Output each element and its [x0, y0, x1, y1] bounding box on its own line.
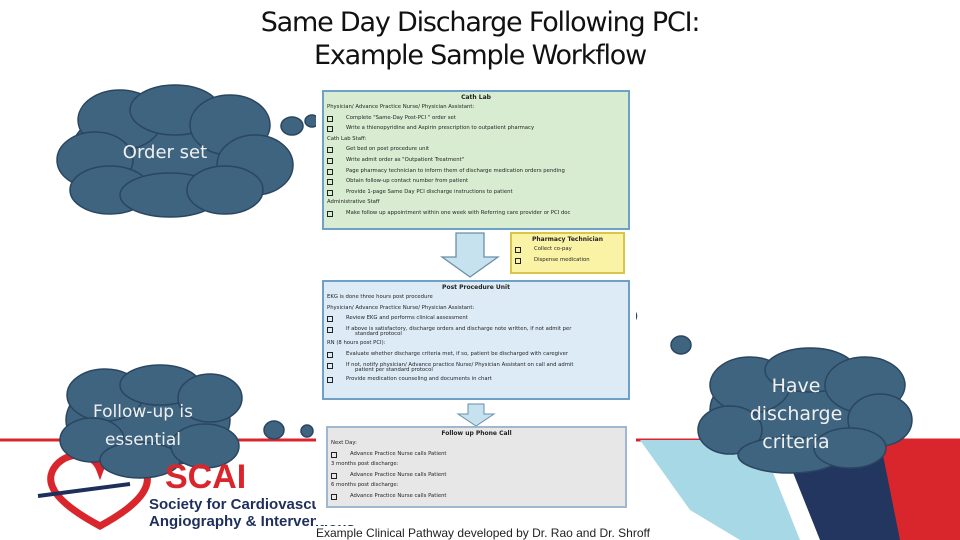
line-text: Page pharmacy technician to inform them …	[346, 167, 565, 174]
discharge-criteria-label: Have discharge criteria	[730, 372, 862, 456]
checklist-item: If not, notify physician/ Advance practi…	[324, 360, 628, 371]
line-text: If above is satisfactory, discharge orde…	[346, 325, 572, 332]
title-line-1: Same Day Discharge Following PCI:	[260, 7, 701, 38]
follow-up-call-box: Follow up Phone Call Next Day: Advance Pr…	[326, 426, 627, 508]
checklist-item: If above is satisfactory, discharge orde…	[324, 324, 628, 335]
line-text: Physician/ Advance Practice Nurse/ Physi…	[327, 304, 475, 311]
section-label: 6 months post discharge:	[328, 480, 625, 491]
checklist-item: Advance Practice Nurse calls Patient	[328, 470, 625, 481]
line-text: 3 months post discharge:	[331, 461, 399, 468]
line-text: Advance Practice Nurse calls Patient	[350, 450, 447, 457]
checklist-item: Evaluate whether discharge criteria met,…	[324, 349, 628, 360]
checklist-item: Write admit order as "Outpatient Treatme…	[324, 155, 628, 166]
follow-up-lines: Next Day: Advance Practice Nurse calls Pa…	[328, 438, 625, 502]
red-band	[880, 440, 960, 540]
checklist-item: Write a thienopyridine and Aspirin presc…	[324, 123, 628, 134]
cath-lab-box: Cath Lab Physician/ Advance Practice Nur…	[322, 90, 630, 230]
line-text: patient per standard protocol	[355, 367, 433, 374]
line-text: Get bed on post procedure unit	[346, 146, 430, 153]
pathway-caption: Example Clinical Pathway developed by Dr…	[316, 526, 650, 540]
line-text: Provide 1-page Same Day PCI discharge in…	[346, 188, 513, 195]
item-continuation: standard protocol	[324, 331, 628, 338]
down-arrow-2	[456, 403, 496, 427]
slide-title: Same Day Discharge Following PCI: Exampl…	[180, 6, 780, 72]
line-text: RN (8 hours post PCI):	[327, 340, 386, 347]
pharmacy-header: Pharmacy Technician	[532, 236, 603, 243]
checklist-item: Dispense medication	[512, 255, 623, 266]
section-label: RN (8 hours post PCI):	[324, 338, 628, 349]
line-text: If not, notify physician/ Advance practi…	[346, 361, 574, 368]
discharge-label-line-1: Have	[771, 375, 821, 397]
section-label: EKG is done three hours post procedure	[324, 292, 628, 303]
item-continuation: patient per standard protocol	[324, 367, 628, 374]
line-text: Provide medication counseling and docume…	[346, 376, 492, 383]
section-label: Administrative Staff	[324, 197, 628, 208]
line-text: Collect co-pay	[534, 246, 572, 252]
checklist-item: Review EKG and performs clinical assessm…	[324, 313, 628, 324]
checklist-item: Collect co-pay	[512, 244, 623, 255]
line-text: EKG is done three hours post procedure	[327, 294, 433, 300]
logo-line-2: Angiography & Interventions	[149, 513, 355, 530]
down-arrow-1	[440, 232, 500, 278]
line-text: Advance Practice Nurse calls Patient	[350, 492, 447, 499]
follow-up-header: Follow up Phone Call	[441, 430, 512, 437]
line-text: Write admit order as "Outpatient Treatme…	[346, 156, 465, 163]
line-text: 6 months post discharge:	[331, 482, 399, 489]
line-text: Make follow up appointment within one we…	[346, 209, 571, 216]
section-label: Physician/ Advance Practice Nurse/ Physi…	[324, 303, 628, 314]
logo-line-1: Society for Cardiovascular	[149, 496, 324, 513]
cath-lab-lines: Physician/ Advance Practice Nurse/ Physi…	[324, 102, 628, 219]
line-text: Evaluate whether discharge criteria met,…	[346, 350, 569, 357]
checklist-item: Obtain follow-up contact number from pat…	[324, 176, 628, 187]
checklist-item: Complete "Same-Day Post-PCI " order set	[324, 113, 628, 124]
order-set-label: Order set	[122, 142, 208, 163]
discharge-label-line-3: criteria	[762, 431, 830, 453]
line-text: Obtain follow-up contact number from pat…	[346, 178, 469, 185]
section-label: Cath Lab Staff:	[324, 134, 628, 145]
line-text: Advance Practice Nurse calls Patient	[350, 471, 447, 478]
checklist-item: Provide medication counseling and docume…	[324, 374, 628, 385]
section-label: Next Day:	[328, 438, 625, 449]
line-text: Write a thienopyridine and Aspirin presc…	[346, 125, 535, 132]
section-label: Physician/ Advance Practice Nurse/ Physi…	[324, 102, 628, 113]
checklist-item: Advance Practice Nurse calls Patient	[328, 449, 625, 460]
checklist-item: Get bed on post procedure unit	[324, 144, 628, 155]
line-text: Review EKG and performs clinical assessm…	[346, 315, 468, 322]
post-procedure-box: Post Procedure Unit EKG is done three ho…	[322, 280, 630, 400]
follow-up-label: Follow-up is essential	[78, 398, 208, 454]
follow-up-label-line-1: Follow-up is	[92, 402, 193, 422]
discharge-criteria-cloud	[697, 347, 913, 474]
checklist-item: Provide 1-page Same Day PCI discharge in…	[324, 187, 628, 198]
line-text: standard protocol	[355, 331, 402, 338]
follow-up-cloud	[59, 364, 243, 479]
discharge-label-line-2: discharge	[749, 403, 843, 425]
checklist-item: Advance Practice Nurse calls Patient	[328, 491, 625, 502]
line-text: Cath Lab Staff:	[327, 135, 367, 142]
cath-lab-header: Cath Lab	[461, 94, 491, 101]
logo-acronym: SCAI	[165, 458, 247, 496]
post-procedure-header: Post Procedure Unit	[442, 284, 510, 291]
line-text: Dispense medication	[534, 256, 590, 263]
line-text: Complete "Same-Day Post-PCI " order set	[346, 114, 456, 121]
checklist-item: Make follow up appointment within one we…	[324, 208, 628, 219]
workflow-diagram: Cath Lab Physician/ Advance Practice Nur…	[316, 85, 636, 525]
checklist-item: Page pharmacy technician to inform them …	[324, 166, 628, 177]
section-label: 3 months post discharge:	[328, 459, 625, 470]
line-text: Physician/ Advance Practice Nurse/ Physi…	[327, 104, 475, 110]
order-set-cloud	[56, 84, 294, 218]
line-text: Administrative Staff	[327, 199, 380, 206]
title-line-2: Example Sample Workflow	[314, 40, 647, 71]
follow-up-label-line-2: essential	[105, 430, 181, 450]
line-text: Next Day:	[331, 440, 357, 446]
